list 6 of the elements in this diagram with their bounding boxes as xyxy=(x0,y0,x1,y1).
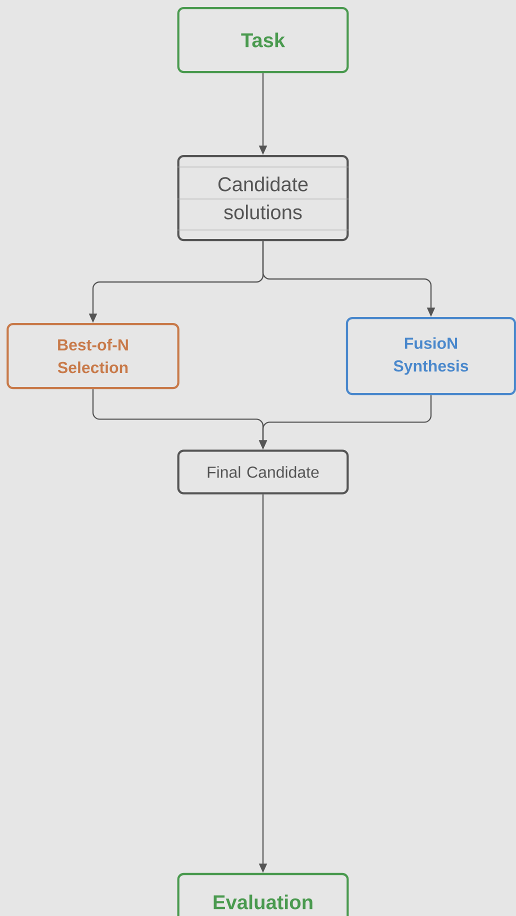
process-box: FusioN Synthesis xyxy=(346,316,516,396)
process-box: Final Candidate xyxy=(177,450,349,494)
process-box: Best-of-N Selection xyxy=(6,322,180,390)
process-box: Evaluation xyxy=(177,872,349,916)
process-box: Task xyxy=(177,6,349,74)
stacked-box: Candidate solutions xyxy=(177,154,349,242)
